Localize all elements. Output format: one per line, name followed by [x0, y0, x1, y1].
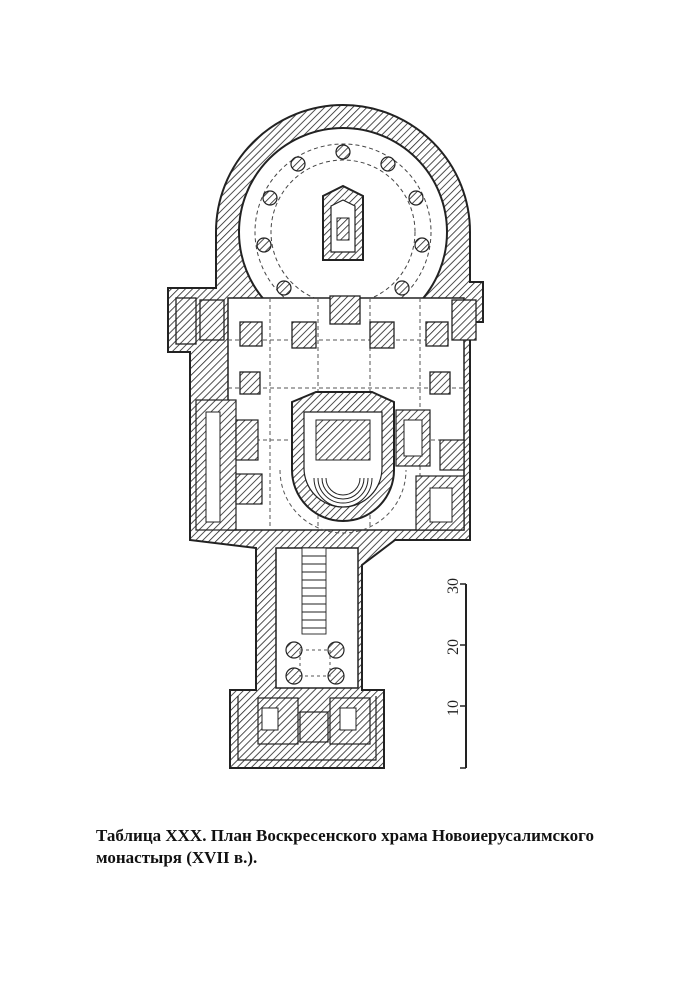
western-wing [257, 547, 371, 745]
caption-line-1: Таблица XXX. План Воскресенского храма Н… [96, 826, 594, 845]
scale-tick-10: 10 [445, 700, 462, 716]
figure-caption: Таблица XXX. План Воскресенского храма Н… [96, 825, 656, 869]
church-floor-plan: 10 20 30 [167, 104, 484, 769]
main-nave [175, 295, 477, 534]
caption-line-2: монастыря (XVII в.). [96, 848, 258, 867]
scale-bar: 10 20 30 [445, 578, 467, 769]
scale-tick-20: 20 [445, 639, 462, 655]
scale-tick-30: 30 [445, 578, 462, 594]
rotunda [238, 127, 448, 337]
